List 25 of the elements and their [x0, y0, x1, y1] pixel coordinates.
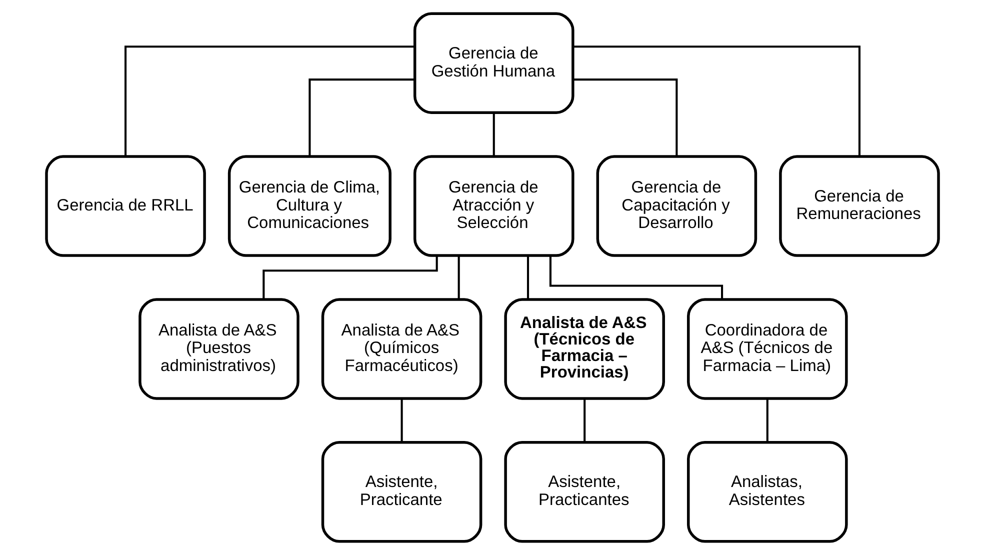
node-box: Gerencia de Atracción y Selección — [412, 155, 574, 257]
connector — [572, 46, 860, 156]
node-box: Gerencia de RRLL — [44, 155, 206, 257]
node-box: Gerencia de Gestión Humana — [412, 12, 574, 114]
node-box: Gerencia de Remuneraciones — [778, 155, 940, 257]
connector — [572, 78, 678, 156]
node-box: Gerencia de Clima, Cultura y Comunicaciones — [227, 155, 391, 257]
connector — [457, 256, 460, 300]
node-box: Analista de A&S (Puestos administrativos) — [138, 298, 299, 400]
connector — [308, 78, 414, 156]
connector — [400, 398, 402, 442]
connector — [583, 398, 586, 442]
node-box: Analistas, Asistentes — [686, 441, 848, 543]
node-box: Analista de A&S (Técnicos de Farmacia – Provincias) — [504, 298, 664, 400]
node-box: Asistente, Practicante — [320, 441, 482, 543]
node-box: Asistente, Practicantes — [504, 441, 664, 543]
node-box: Analista de A&S (Químicos Farmacéuticos) — [320, 298, 482, 400]
connector — [766, 398, 768, 442]
connector — [124, 46, 414, 156]
connector — [492, 112, 494, 157]
connector — [548, 256, 723, 300]
connector — [262, 256, 438, 300]
node-box: Gerencia de Capacitación y Desarrollo — [596, 155, 757, 257]
node-box: Coordinadora de A&S (Técnicos de Farmacia – Lima) — [686, 298, 848, 400]
connector — [526, 256, 529, 300]
